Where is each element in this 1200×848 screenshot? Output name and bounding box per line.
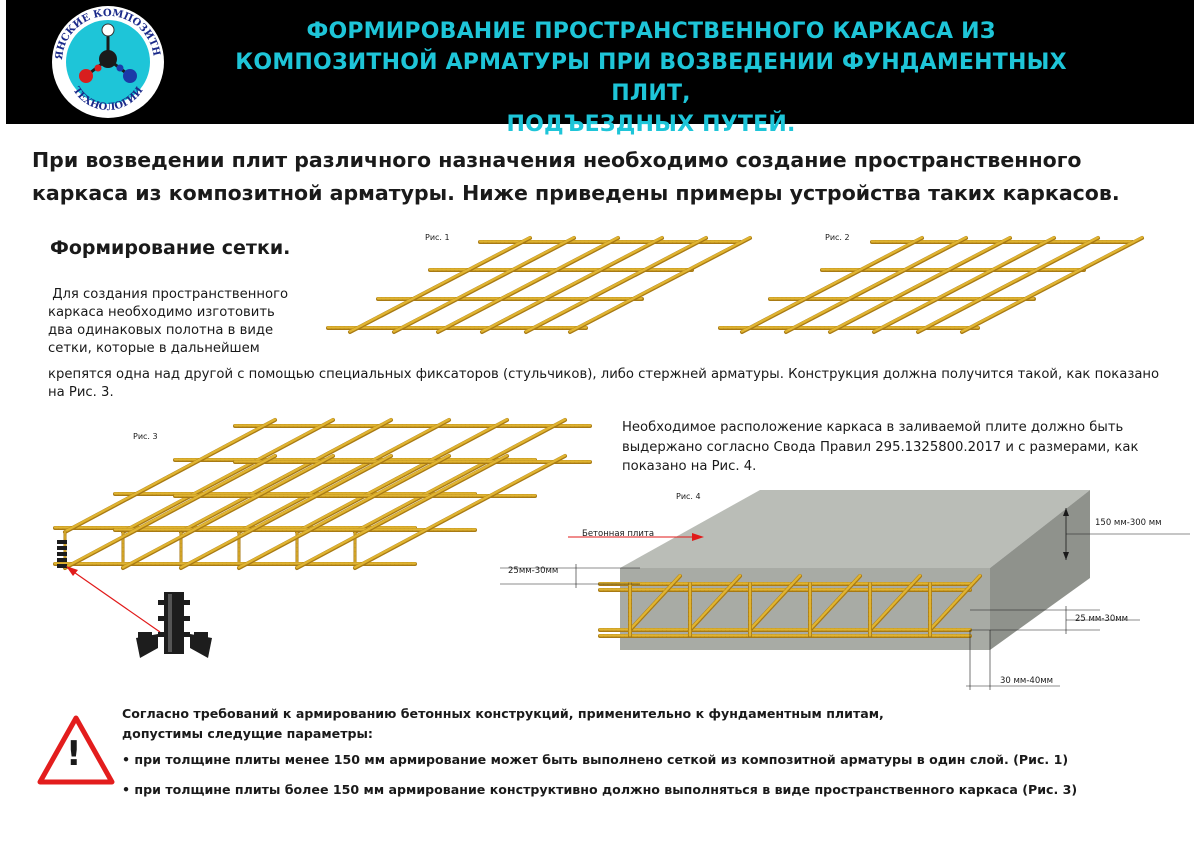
mesh-description: Для создания пространственного каркаса н… bbox=[48, 286, 318, 358]
dim-bottom-cover: 25 мм-30мм bbox=[1075, 614, 1129, 624]
rebar-rod-highlight bbox=[928, 574, 982, 631]
fig4-label: Рис. 4 bbox=[676, 492, 701, 501]
title-line: КОМПОЗИТНОЙ АРМАТУРЫ ПРИ ВОЗВЕДЕНИИ ФУНД… bbox=[235, 50, 1067, 106]
rebar-rod-highlight bbox=[237, 454, 451, 569]
company-logo: БРЯНСКИЕ КОМПОЗИТНЫЕ ТЕХНОЛОГИИ bbox=[40, 0, 164, 118]
rebar-rod-highlight bbox=[63, 418, 277, 533]
rebar-rod-highlight bbox=[868, 574, 922, 631]
intro-text: При возведении плит различного назначени… bbox=[32, 144, 1182, 210]
intro-line: При возведении плит различного назначени… bbox=[32, 148, 1082, 172]
warning-triangle-icon bbox=[37, 715, 115, 785]
rebar-rod-highlight bbox=[688, 574, 742, 631]
rebar-rod-highlight bbox=[436, 236, 620, 333]
rebar-rod-highlight bbox=[295, 454, 509, 569]
intro-line: каркаса из композитной арматуры. Ниже пр… bbox=[32, 181, 1120, 205]
rebar-rod-highlight bbox=[121, 454, 335, 569]
rebar-rod-highlight bbox=[295, 418, 509, 533]
rebar-rod-highlight bbox=[480, 236, 664, 333]
rebar-rod-highlight bbox=[348, 236, 532, 333]
rebar-rod-highlight bbox=[808, 574, 862, 631]
requirements-text: Согласно требований к армированию бетонн… bbox=[122, 704, 1182, 800]
fig1-mesh-illustration bbox=[326, 236, 752, 334]
para-line: Для создания пространственного bbox=[48, 287, 289, 302]
para-line: каркаса необходимо изготовить bbox=[48, 305, 275, 320]
concrete-slab-label: Бетонная плита bbox=[582, 529, 655, 539]
chair-fixator-segment bbox=[57, 552, 67, 556]
rebar-rod-highlight bbox=[628, 574, 682, 631]
requirements-line: допустимы следущие параметры: bbox=[122, 726, 373, 741]
para-line: крепятся одна над другой с помощью специ… bbox=[48, 367, 1160, 382]
rebar-rod-highlight bbox=[740, 236, 924, 333]
para-line: на Рис. 3. bbox=[48, 385, 114, 400]
rebar-rod-highlight bbox=[121, 418, 335, 533]
chair-fixator-segment bbox=[57, 564, 67, 568]
rebar-rod-highlight bbox=[872, 236, 1056, 333]
title-line: ПОДЪЕЗДНЫХ ПУТЕЙ. bbox=[506, 112, 796, 137]
fig3-label: Рис. 3 bbox=[133, 432, 158, 441]
concrete-slab-top bbox=[620, 490, 1090, 568]
fig2-mesh-illustration bbox=[718, 236, 1144, 334]
fig2-label: Рис. 2 bbox=[825, 233, 850, 242]
dim-top-cover: 25мм-30мм bbox=[508, 566, 559, 576]
rebar-rod-highlight bbox=[353, 418, 567, 533]
fig4-slab-section bbox=[500, 490, 1190, 690]
section-heading: Формирование сетки. bbox=[50, 237, 291, 259]
warning-exclamation: ! bbox=[66, 734, 82, 774]
chair-fixator-segment bbox=[57, 546, 67, 550]
placement-description: Необходимое расположение каркаса в залив… bbox=[622, 418, 1182, 477]
chair-fixator-segment bbox=[57, 558, 67, 562]
para-line: показано на Рис. 4. bbox=[622, 459, 757, 474]
mesh-description-continued: крепятся одна над другой с помощью специ… bbox=[48, 366, 1188, 402]
dim-slab-thickness: 150 мм-300 мм bbox=[1095, 518, 1162, 528]
rebar-rod-highlight bbox=[353, 454, 567, 569]
rebar-rod-highlight bbox=[179, 418, 393, 533]
rebar-rod-highlight bbox=[960, 236, 1144, 333]
para-line: два одинаковых полотна в виде bbox=[48, 323, 274, 338]
header-banner: БРЯНСКИЕ КОМПОЗИТНЫЕ ТЕХНОЛОГИИ ФОРМИРОВ… bbox=[6, 0, 1194, 137]
rebar-rod-highlight bbox=[392, 236, 576, 333]
fixator-arrow bbox=[66, 566, 161, 633]
rebar-rod-highlight bbox=[748, 574, 802, 631]
para-line: сетки, которые в дальнейшем bbox=[48, 341, 260, 356]
requirement-bullet: • при толщине плиты менее 150 мм армиров… bbox=[122, 752, 1069, 767]
chair-fixator-segment bbox=[57, 540, 67, 544]
para-line: Необходимое расположение каркаса в залив… bbox=[622, 420, 1124, 435]
rebar-rod-highlight bbox=[828, 236, 1012, 333]
rebar-rod-highlight bbox=[568, 236, 752, 333]
dim-side-cover: 30 мм-40мм bbox=[1000, 676, 1054, 686]
rebar-rod-highlight bbox=[524, 236, 708, 333]
rebar-rod-highlight bbox=[784, 236, 968, 333]
requirements-line: Согласно требований к армированию бетонн… bbox=[122, 706, 884, 721]
fig1-label: Рис. 1 bbox=[425, 233, 450, 242]
para-line: выдержано согласно Свода Правил 295.1325… bbox=[622, 439, 1139, 455]
rebar-rod-highlight bbox=[63, 454, 277, 569]
chair-fixator-image bbox=[136, 592, 212, 658]
rebar-rod-highlight bbox=[916, 236, 1100, 333]
page-title: ФОРМИРОВАНИЕ ПРОСТРАНСТВЕННОГО КАРКАСА И… bbox=[196, 16, 1106, 140]
requirement-bullet: • при толщине плиты более 150 мм армиров… bbox=[122, 782, 1078, 797]
rebar-rod-highlight bbox=[237, 418, 451, 533]
title-line: ФОРМИРОВАНИЕ ПРОСТРАНСТВЕННОГО КАРКАСА И… bbox=[306, 19, 996, 44]
rebar-rod-highlight bbox=[179, 454, 393, 569]
fig3-spatial-frame-illustration bbox=[53, 418, 592, 570]
